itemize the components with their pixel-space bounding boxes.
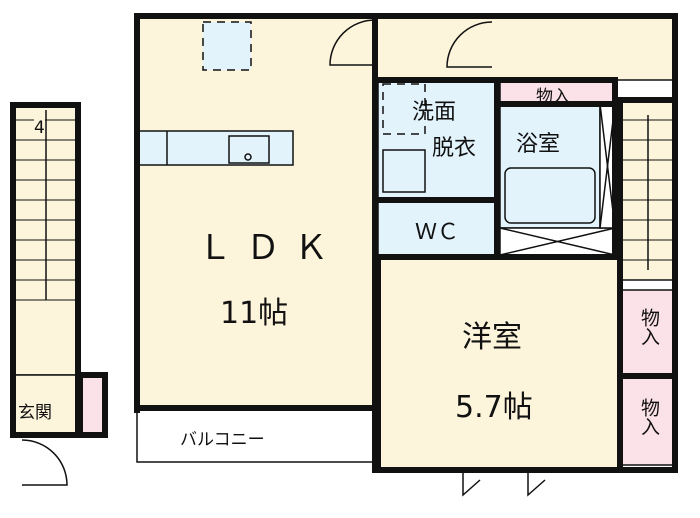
storage-right-1-label: 物入 bbox=[638, 308, 660, 346]
bath-label: 浴室 bbox=[516, 132, 561, 157]
hall-floor bbox=[374, 15, 676, 81]
balcony-floor bbox=[136, 407, 376, 463]
balcony-label: バルコニー bbox=[180, 430, 265, 450]
washroom-label-1: 洗面 bbox=[412, 100, 457, 125]
entrance-storage bbox=[79, 374, 106, 436]
ldk-label: ＬＤＫ bbox=[198, 228, 342, 268]
stair-number: 4 bbox=[34, 118, 45, 138]
wc-label: ＷＣ bbox=[415, 220, 460, 245]
washer-space bbox=[382, 83, 426, 135]
fridge-space bbox=[202, 21, 252, 71]
entrance-label: 玄関 bbox=[18, 403, 52, 423]
western-floor bbox=[377, 257, 621, 471]
ldk-floor bbox=[136, 15, 376, 409]
ldk-size: 11帖 bbox=[220, 296, 289, 331]
storage-right-2-label: 物入 bbox=[638, 398, 660, 436]
western-room-size: 5.7帖 bbox=[455, 390, 533, 425]
storage-top-label: 物入 bbox=[536, 87, 570, 107]
sink bbox=[228, 135, 270, 164]
wash-basin bbox=[382, 149, 426, 193]
western-room-label: 洋室 bbox=[462, 320, 522, 355]
washroom-label-2: 脱衣 bbox=[432, 136, 477, 161]
bathtub bbox=[504, 167, 596, 224]
washroom-floor bbox=[377, 79, 498, 201]
